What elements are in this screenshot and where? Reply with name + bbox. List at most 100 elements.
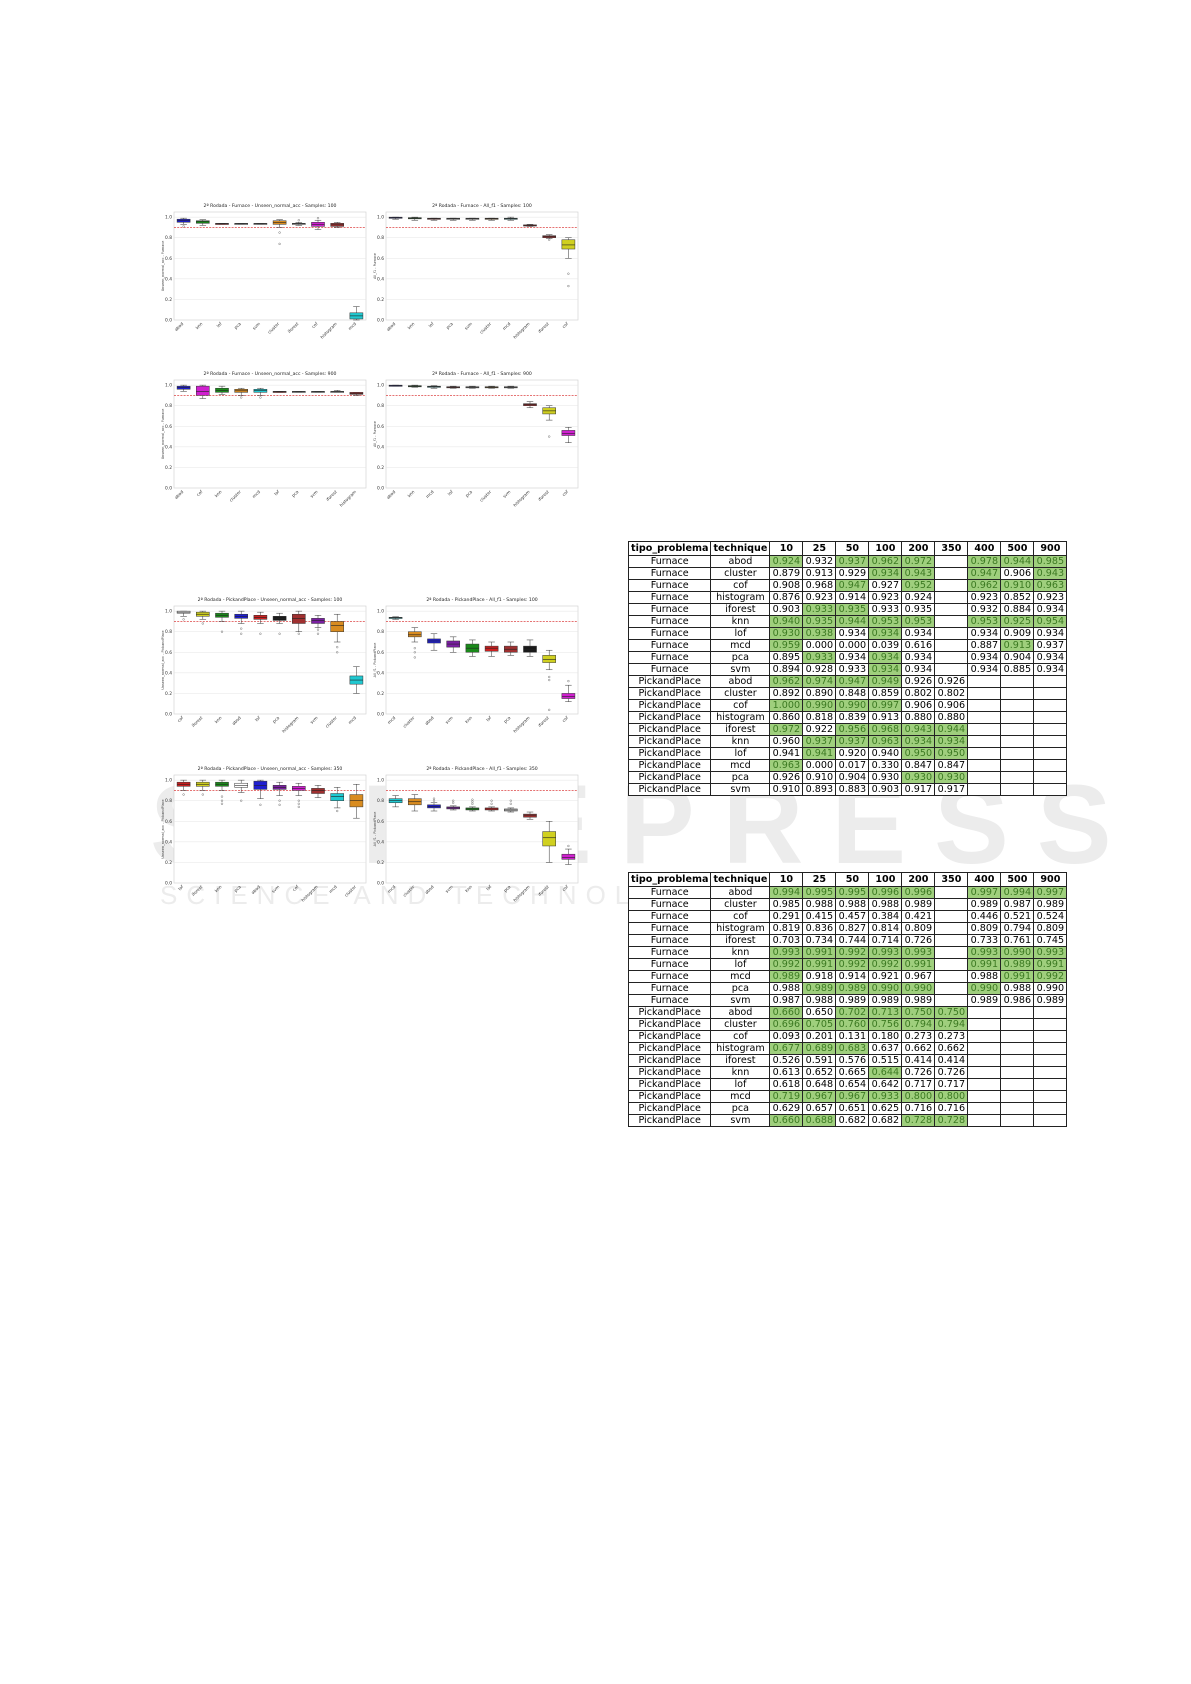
- cell-value: 0.660: [769, 1006, 804, 1019]
- cell-value: 0.662: [901, 1042, 936, 1055]
- x-tick-label: cof: [561, 884, 569, 892]
- y-tick-label: 0.2: [165, 297, 172, 303]
- cell-problem: PickandPlace: [627, 1030, 712, 1043]
- cell-value: 0.926: [901, 675, 936, 688]
- cell-value: 0.988: [835, 898, 870, 911]
- outlier-point: [259, 632, 262, 635]
- cell-technique: cluster: [710, 567, 771, 580]
- cell-value: [1033, 735, 1068, 748]
- column-header: 400: [967, 872, 1002, 887]
- column-header: 100: [868, 872, 903, 887]
- cell-value: 0.526: [769, 1054, 804, 1067]
- y-tick-label: 0.2: [377, 691, 384, 697]
- x-tick-label: pca: [464, 489, 473, 498]
- cell-problem: PickandPlace: [627, 1018, 712, 1031]
- cell-value: 0.921: [868, 970, 903, 983]
- box-abod: [176, 384, 191, 392]
- cell-value: 0.745: [1033, 934, 1068, 947]
- cell-value: [1033, 1042, 1068, 1055]
- cell-problem: PickandPlace: [627, 1006, 712, 1019]
- column-header: 400: [967, 541, 1002, 556]
- x-tick-label: cluster: [479, 489, 493, 503]
- cell-value: 0.728: [901, 1114, 936, 1127]
- cell-value: 0.892: [769, 687, 804, 700]
- cell-value: 0.895: [769, 651, 804, 664]
- cell-value: 0.705: [802, 1018, 837, 1031]
- cell-value: [1033, 1090, 1068, 1103]
- x-tick-label: cluster: [343, 884, 357, 898]
- cell-technique: cof: [710, 699, 771, 712]
- cell-value: 0.893: [802, 783, 837, 796]
- y-tick-label: 0.0: [377, 712, 384, 718]
- box-histogram: [311, 785, 325, 798]
- cell-value: 0.794: [1000, 922, 1035, 935]
- x-tick-label: knn: [214, 489, 223, 498]
- cell-value: [934, 958, 969, 971]
- cell-value: 0.962: [769, 675, 804, 688]
- y-tick-label: 1.0: [165, 383, 172, 389]
- cell-value: 0.947: [967, 567, 1002, 580]
- box-knn: [215, 610, 229, 633]
- x-tick-label: svm: [309, 489, 319, 499]
- box-knn: [465, 798, 480, 812]
- cell-value: [1033, 675, 1068, 688]
- cell-problem: PickandPlace: [627, 711, 712, 724]
- y-axis-label: Unseen_normal_acc - PickandPlace: [161, 799, 165, 858]
- box-mcd: [388, 616, 403, 620]
- cell-problem: PickandPlace: [627, 723, 712, 736]
- cell-value: 0.967: [802, 1090, 837, 1103]
- box-body: [523, 813, 537, 818]
- cell-value: 0.934: [1033, 663, 1068, 676]
- plot-area: [385, 211, 579, 321]
- cell-value: 0.991: [901, 958, 936, 971]
- box-body: [561, 430, 576, 436]
- outlier-point: [297, 805, 300, 808]
- cell-value: 0.750: [901, 1006, 936, 1019]
- x-tick-label: iforest: [537, 489, 550, 502]
- cell-value: 0.991: [967, 958, 1002, 971]
- cell-problem: Furnace: [627, 627, 712, 640]
- cell-value: [1033, 783, 1068, 796]
- column-header: 500: [1000, 872, 1035, 887]
- cell-value: [1000, 1054, 1035, 1067]
- cell-technique: lof: [710, 747, 771, 760]
- cell-value: 0.917: [934, 783, 969, 796]
- outlier-point: [297, 219, 300, 222]
- cell-value: [967, 675, 1002, 688]
- cell-problem: Furnace: [627, 639, 712, 652]
- box-iforest: [542, 234, 556, 241]
- cell-value: [967, 711, 1002, 724]
- outlier-point: [182, 225, 185, 228]
- cell-value: 0.935: [802, 615, 837, 628]
- x-tick-label: svm: [444, 884, 454, 894]
- x-tick-label: knn: [464, 715, 473, 724]
- cell-value: 0.993: [1033, 946, 1068, 959]
- cell-value: 0.929: [835, 567, 870, 580]
- cell-value: 0.934: [1033, 603, 1068, 616]
- box-svm: [446, 799, 460, 811]
- outlier-point: [297, 799, 300, 802]
- cell-value: 0.968: [868, 723, 903, 736]
- column-header: 10: [769, 541, 804, 556]
- cell-value: 0.761: [1000, 934, 1035, 947]
- cell-value: 0.885: [1000, 663, 1035, 676]
- cell-value: 0.819: [769, 922, 804, 935]
- cell-value: 0.956: [835, 723, 870, 736]
- cell-problem: PickandPlace: [627, 687, 712, 700]
- outlier-point: [278, 242, 281, 245]
- cell-value: 0.941: [769, 747, 804, 760]
- cell-value: [1033, 1114, 1068, 1127]
- cell-value: 0.953: [901, 615, 936, 628]
- x-tick-label: mcd: [328, 884, 338, 894]
- outlier-point: [490, 802, 493, 805]
- cell-value: 0.794: [901, 1018, 936, 1031]
- cell-value: 0.934: [868, 651, 903, 664]
- cell-value: 0.750: [934, 1006, 969, 1019]
- cell-value: 0.760: [835, 1018, 870, 1031]
- cell-value: 0.934: [1033, 627, 1068, 640]
- cell-value: 0.917: [901, 783, 936, 796]
